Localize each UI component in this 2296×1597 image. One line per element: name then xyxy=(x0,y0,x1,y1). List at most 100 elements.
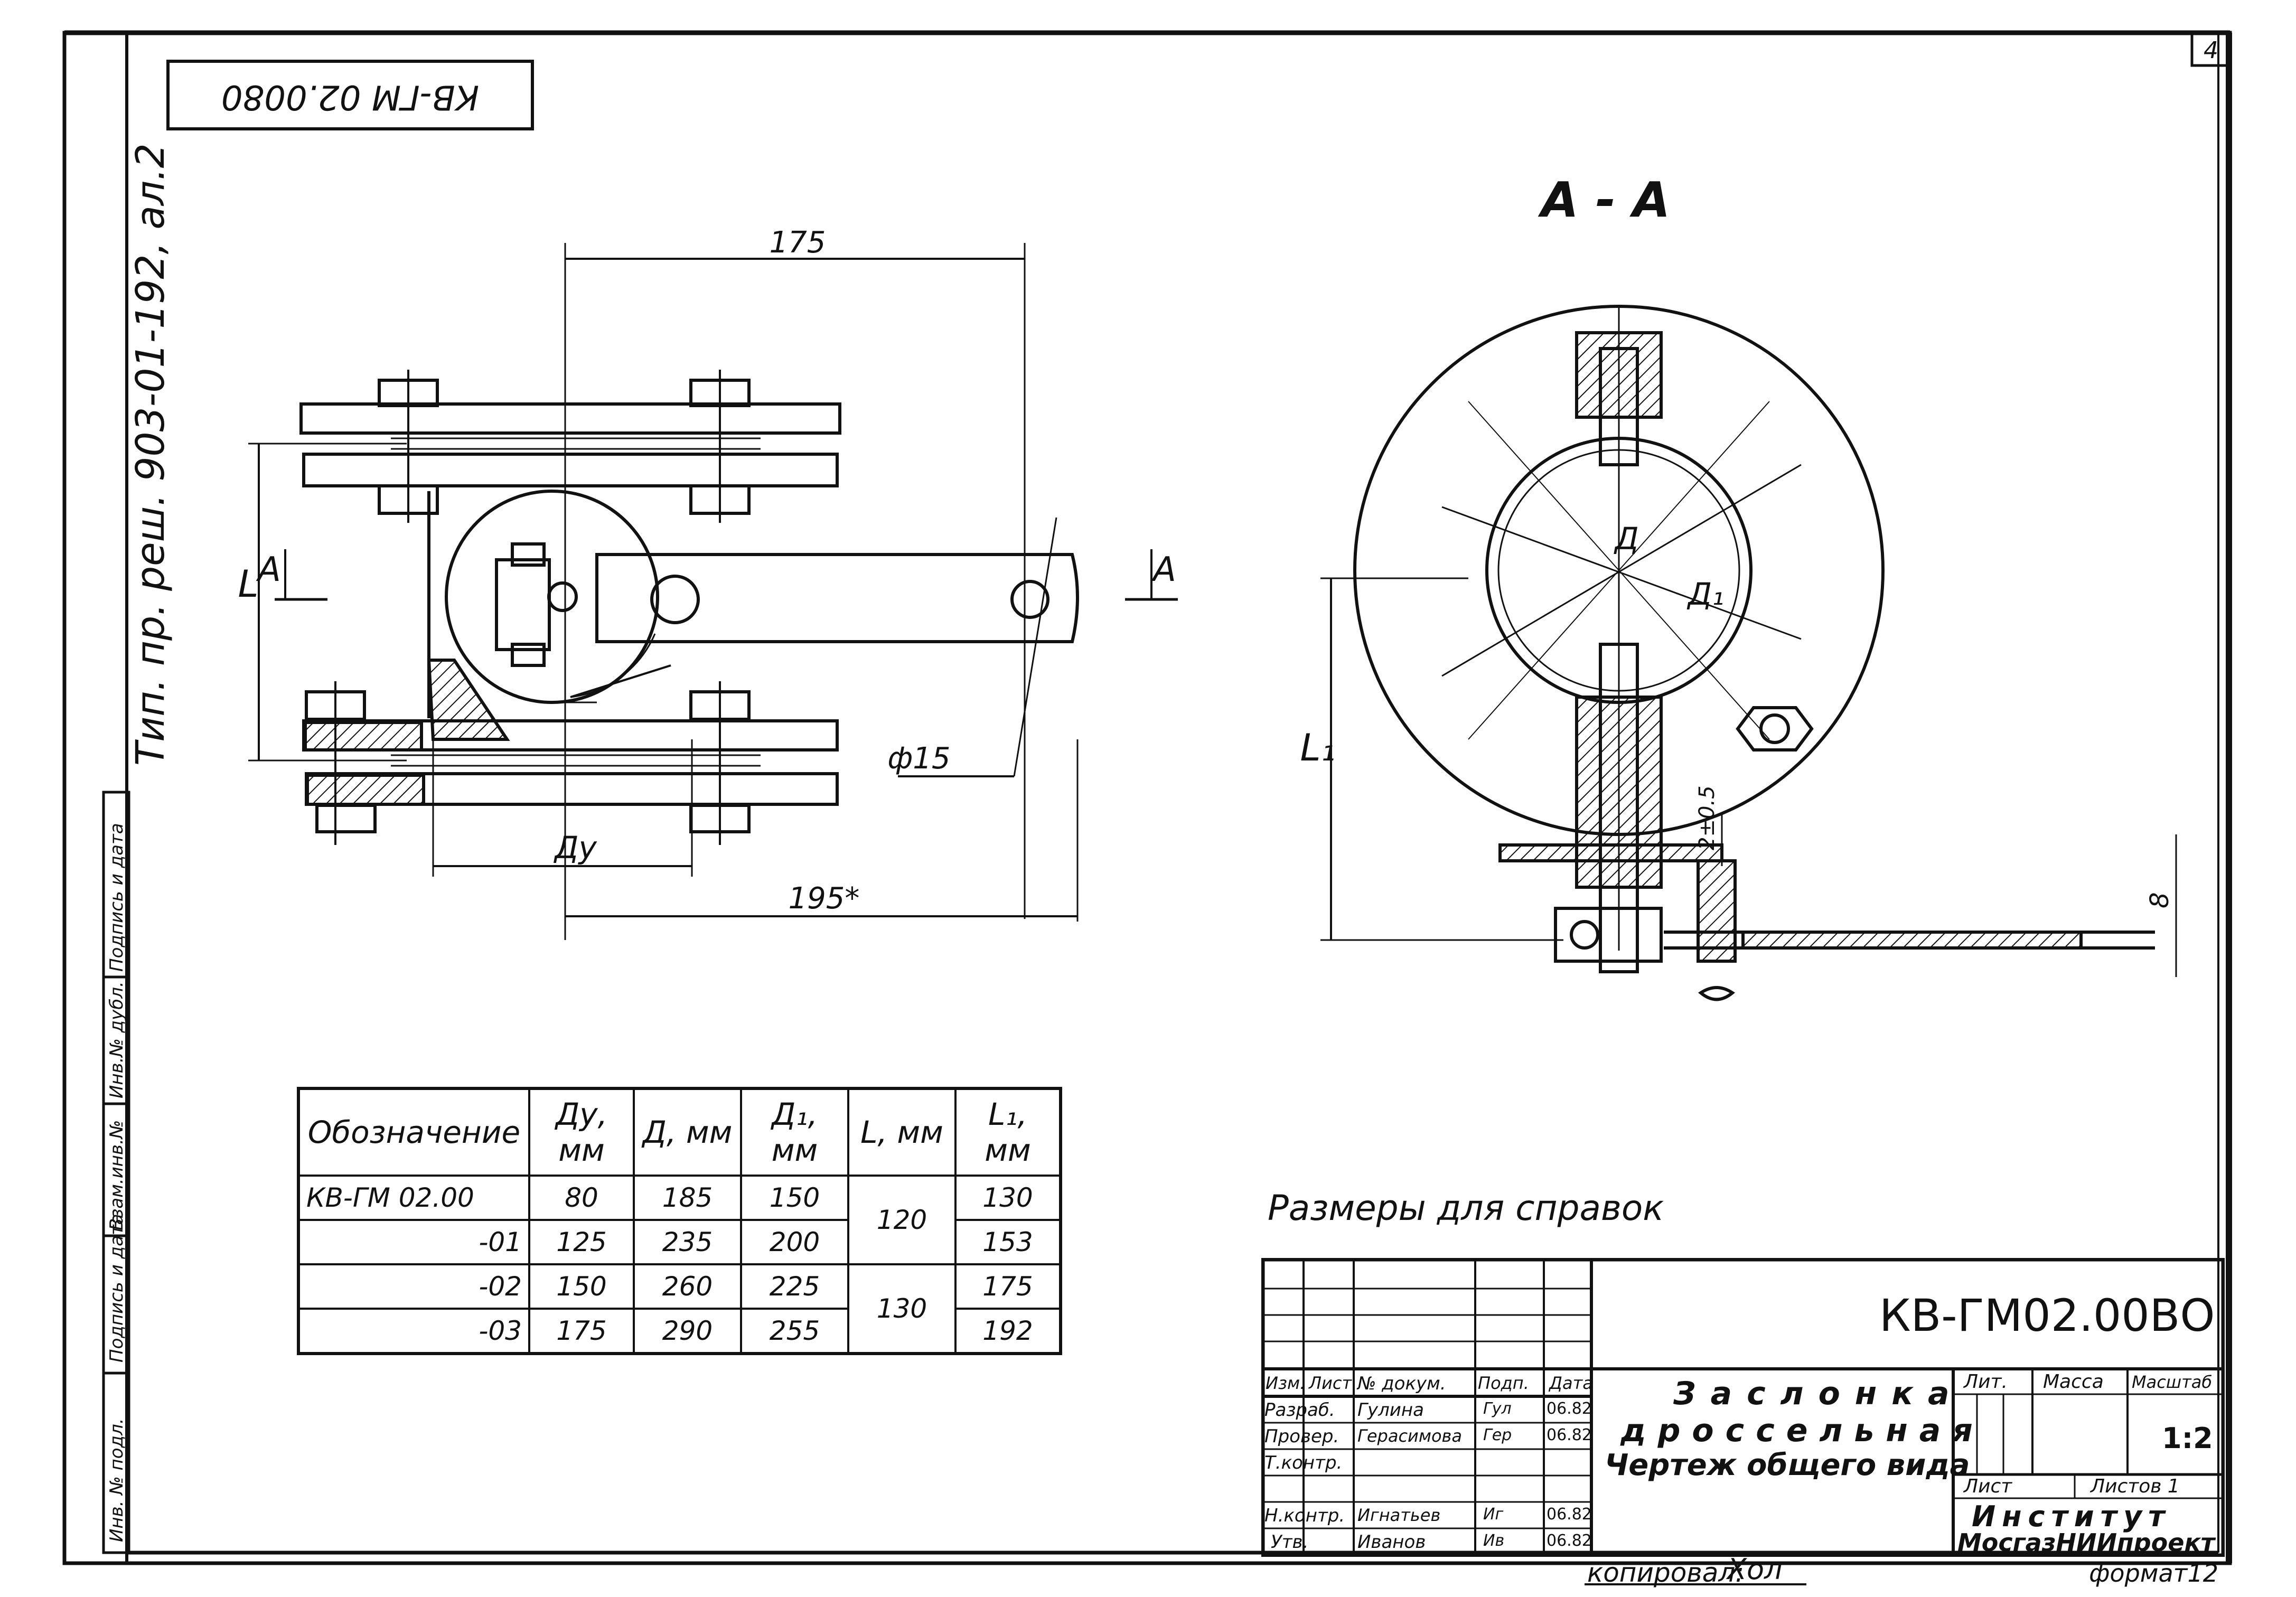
cell-d1: 150 xyxy=(740,1175,849,1221)
col-d: Д, мм xyxy=(633,1087,742,1177)
dim-195: 195* xyxy=(789,881,860,916)
sheet-number: 4 xyxy=(2204,37,2218,64)
tb-role-utv: Утв. xyxy=(1271,1532,1309,1553)
col-L: L, мм xyxy=(847,1087,957,1177)
tb-name-nkontr: Игнатьев xyxy=(1357,1505,1441,1525)
tb-lit-label: Лит. xyxy=(1964,1371,2008,1393)
cell-L1: 175 xyxy=(954,1263,1062,1310)
reference-note: Размеры для справок xyxy=(1268,1188,1664,1228)
tb-title-line1: Заслонка xyxy=(1673,1375,1964,1412)
sheet-frame xyxy=(62,30,2232,1565)
tb-role-tkontr: Т.контр. xyxy=(1264,1452,1343,1473)
cell-d: 185 xyxy=(633,1175,742,1221)
tb-org-line2: МосгазНИИпроект xyxy=(1957,1528,2215,1557)
label-D1: Д₁ xyxy=(1686,576,1725,612)
section-view xyxy=(1320,305,2177,1001)
tb-date-nkontr: 06.82 xyxy=(1547,1505,1592,1524)
stamp-sign-date-2: Подпись и дата xyxy=(106,823,127,972)
table-row: КВ-ГМ 02.00 80 185 150 120 130 xyxy=(297,1175,1062,1265)
tb-role-prover: Провер. xyxy=(1264,1426,1339,1447)
table-header-row: Обозначение Ду, мм Д, мм Д₁, мм L, мм L₁… xyxy=(297,1087,1062,1177)
cell-du: 175 xyxy=(528,1308,635,1355)
tb-col-sign: Подп. xyxy=(1478,1373,1529,1393)
label-L: L xyxy=(238,562,259,606)
table-row: -02 150 260 225 130 175 xyxy=(297,1263,1062,1355)
tb-sheet-label: Лист xyxy=(1964,1476,2012,1497)
cell-du: 80 xyxy=(528,1175,635,1221)
tb-col-izm: Изм. xyxy=(1266,1373,1306,1393)
stamp-sign-date-1: Подпись и дата xyxy=(106,1214,127,1363)
cell-L1: 192 xyxy=(954,1308,1062,1355)
cell-designation: -02 xyxy=(297,1263,530,1310)
side-view xyxy=(248,243,1178,940)
cell-designation: -01 xyxy=(297,1219,530,1265)
dim-2pm05: 2±0.5 xyxy=(1695,785,1719,850)
side-stamp xyxy=(102,791,130,1554)
label-D: Д xyxy=(1613,521,1638,557)
tb-sign-nkontr: Иг xyxy=(1483,1505,1504,1524)
cell-d1: 200 xyxy=(740,1219,849,1265)
dim-8: 8 xyxy=(2145,892,2175,908)
copied-by-label: копировал: xyxy=(1587,1557,1744,1588)
tb-title-line3: Чертеж общего вида xyxy=(1605,1448,1970,1482)
cell-L: 130 xyxy=(847,1263,957,1355)
tb-org-line1: Институт xyxy=(1972,1500,2171,1533)
cell-d1: 255 xyxy=(740,1308,849,1355)
col-L1: L₁, мм xyxy=(954,1087,1062,1177)
table-row: -01 125 235 200 153 xyxy=(297,1219,1062,1265)
tb-col-docnum: № докум. xyxy=(1357,1373,1446,1394)
dim-phi15: ф15 xyxy=(887,741,950,776)
tb-doc-code: КВ-ГМ02.00ВО xyxy=(1879,1290,2215,1341)
cell-du: 125 xyxy=(528,1219,635,1265)
cell-d1: 225 xyxy=(740,1263,849,1310)
side-note-reference: Тип. пр. реш. 903-01-192, ал.2 xyxy=(128,143,173,766)
stamp-inv-dubl: Инв.№ дубл. xyxy=(106,981,127,1098)
tb-sheets-label: Листов 1 xyxy=(2091,1476,2180,1497)
col-d1: Д₁, мм xyxy=(740,1087,849,1177)
tb-col-list: Лист xyxy=(1309,1373,1352,1393)
tb-title-line2: дроссельная xyxy=(1620,1412,1984,1449)
stamp-vzam-inv: Взам.инв.№ xyxy=(106,1120,127,1230)
tb-mass-label: Масса xyxy=(2043,1371,2104,1393)
title-block-grid xyxy=(1261,1258,2225,1557)
copier-signature: Хол xyxy=(1726,1553,1783,1586)
tb-sign-razrab: Гул xyxy=(1483,1399,1512,1418)
label-A-left: А xyxy=(256,550,281,589)
tb-sign-utv: Ив xyxy=(1483,1532,1505,1550)
tb-col-date: Дата xyxy=(1549,1373,1593,1393)
tb-sign-prover: Гер xyxy=(1483,1426,1512,1444)
cell-L1: 153 xyxy=(954,1219,1062,1265)
cell-L: 120 xyxy=(847,1175,957,1265)
cell-L1: 130 xyxy=(954,1175,1062,1221)
tb-date-razrab: 06.82 xyxy=(1547,1399,1592,1418)
label-L1: L₁ xyxy=(1300,726,1335,769)
tb-scale-label: Масштаб xyxy=(2132,1372,2213,1392)
cell-designation: -03 xyxy=(297,1308,530,1355)
tb-name-utv: Иванов xyxy=(1357,1532,1426,1553)
cell-d: 235 xyxy=(633,1219,742,1265)
cell-d: 290 xyxy=(633,1308,742,1355)
tb-date-prover: 06.82 xyxy=(1547,1426,1592,1444)
title-block: КВ-ГМ02.00ВО Заслонка дроссельная Чертеж… xyxy=(1261,1258,2225,1557)
tb-scale-value: 1:2 xyxy=(2162,1422,2213,1455)
col-du: Ду, мм xyxy=(528,1087,635,1177)
table-row: -03 175 290 255 192 xyxy=(297,1308,1062,1355)
stamp-inv-podl: Инв. № подл. xyxy=(106,1418,127,1542)
dim-175: 175 xyxy=(770,226,826,260)
cell-d: 260 xyxy=(633,1263,742,1310)
section-label: А - А xyxy=(1538,172,1671,228)
format-label: формат12 xyxy=(2089,1559,2218,1587)
rotated-doc-code: КВ-ГМ 02.0080 xyxy=(221,77,479,116)
tb-name-prover: Герасимова xyxy=(1357,1426,1463,1446)
rotated-code-box: КВ-ГМ 02.0080 xyxy=(166,60,534,130)
spec-table: Обозначение Ду, мм Д, мм Д₁, мм L, мм L₁… xyxy=(297,1087,1062,1355)
tb-role-nkontr: Н.контр. xyxy=(1264,1505,1345,1526)
tb-name-razrab: Гулина xyxy=(1357,1399,1424,1421)
tb-date-utv: 06.82 xyxy=(1547,1532,1592,1550)
cell-designation: КВ-ГМ 02.00 xyxy=(297,1175,530,1221)
label-A-right: А xyxy=(1151,550,1176,589)
tb-role-razrab: Разраб. xyxy=(1264,1399,1335,1421)
cell-du: 150 xyxy=(528,1263,635,1310)
col-designation: Обозначение xyxy=(297,1087,530,1177)
